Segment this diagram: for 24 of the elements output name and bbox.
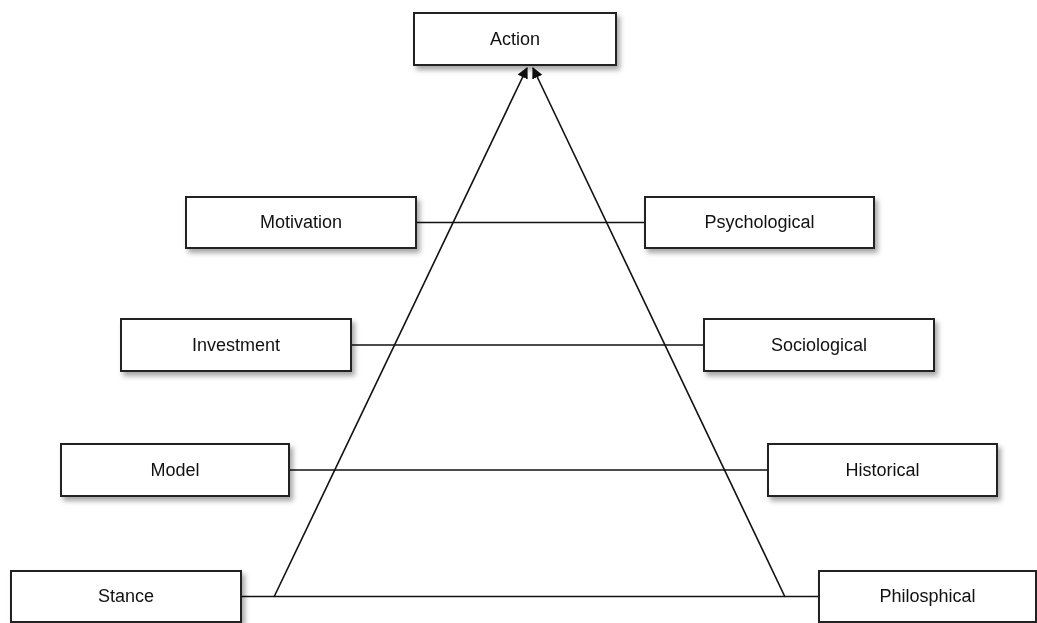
box-label: Historical bbox=[845, 459, 920, 481]
box-label: Psychological bbox=[704, 212, 815, 233]
connector-line bbox=[351, 344, 704, 346]
label-box bbox=[703, 318, 935, 372]
label-box bbox=[767, 443, 998, 497]
label-box bbox=[120, 318, 352, 372]
connector-line bbox=[289, 469, 768, 471]
label-box bbox=[818, 570, 1037, 623]
box-label: Philosphical bbox=[879, 586, 976, 607]
arrow bbox=[532, 67, 786, 598]
box-label: Stance bbox=[97, 586, 154, 607]
connector-line bbox=[241, 595, 819, 598]
label-box bbox=[60, 443, 290, 497]
box-label: Sociological bbox=[770, 334, 868, 356]
label-box bbox=[413, 12, 617, 66]
box-label: Motivation bbox=[259, 212, 342, 233]
arrow bbox=[273, 67, 528, 598]
connector-line bbox=[416, 221, 645, 224]
label-box bbox=[185, 196, 417, 249]
box-label: Model bbox=[150, 459, 200, 481]
box-label: Investment bbox=[191, 334, 280, 356]
label-box bbox=[644, 196, 875, 249]
label-box bbox=[10, 570, 242, 623]
box-label: Action bbox=[490, 28, 540, 50]
